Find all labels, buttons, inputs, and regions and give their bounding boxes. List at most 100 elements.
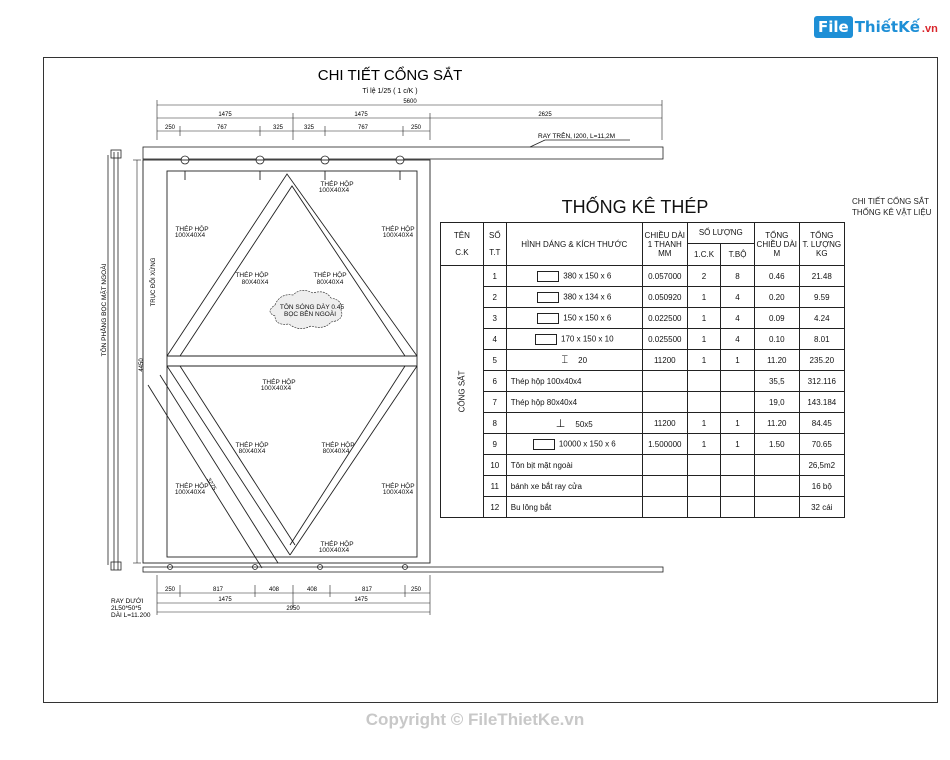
bdim-6: 250 xyxy=(411,587,422,593)
cell-ck xyxy=(686,496,722,518)
cell-tt: 6 xyxy=(482,370,507,392)
top-rail xyxy=(142,139,664,160)
logo-text: ThiếtKế xyxy=(854,18,920,36)
cell-len: 11200 xyxy=(641,349,688,371)
cell-tb-text: 4 xyxy=(735,334,740,344)
cell-tb: 4 xyxy=(720,286,755,308)
cell-tt-text: 6 xyxy=(492,376,497,386)
cell-kg-text: 21.48 xyxy=(811,271,832,281)
copyright-text: Copyright © FileThietKe.vn xyxy=(365,710,585,729)
cell-tt-text: 1 xyxy=(492,271,497,281)
cell-shape: Thép hộp 80x40x4 xyxy=(505,391,643,413)
bdim-4: 408 xyxy=(307,587,318,593)
cell-shape-text: 380 x 134 x 6 xyxy=(563,292,612,302)
cell-ck: 1 xyxy=(686,349,722,371)
rail-bottom-3: DÀI L=11.200 xyxy=(111,610,151,619)
cell-ck-text: 1 xyxy=(701,439,707,449)
lbl-left-1: THÉP HỘP xyxy=(175,224,208,233)
cell-tt-text: 4 xyxy=(492,334,497,344)
cell-kg-text: 235.20 xyxy=(809,355,835,365)
cell-shape-text: 10000 x 150 x 6 xyxy=(558,439,616,449)
lbl-right-2: 100X40X4 xyxy=(383,232,414,239)
cell-shape: Bu lông bắt xyxy=(505,496,643,518)
dim-sub-3: 325 xyxy=(273,125,284,131)
cell-total xyxy=(753,496,800,518)
lbl-low-l-2: 80X40X4 xyxy=(239,448,266,455)
cell-len-text: 0.057000 xyxy=(648,271,682,281)
cell-shape-text: Bu lông bắt xyxy=(510,502,552,512)
cell-total: 11.20 xyxy=(753,349,800,371)
cell-kg-text: 4.24 xyxy=(813,313,830,323)
lbl-bot-right-1: THÉP HỘP xyxy=(381,481,414,490)
dim-sub-1: 250 xyxy=(165,125,176,131)
cell-len: 0.057000 xyxy=(641,265,688,287)
cell-tb-text: 8 xyxy=(735,271,740,281)
cell-tt-text: 12 xyxy=(490,502,500,512)
cell-ck xyxy=(686,391,722,413)
top-dimensions xyxy=(156,100,663,140)
cell-len: 11200 xyxy=(641,412,688,434)
cell-total: 0.10 xyxy=(753,328,800,350)
plate-shape-icon xyxy=(537,291,560,303)
dim-sub-5: 767 xyxy=(358,125,369,131)
lbl-low-r-2: 80X40X4 xyxy=(323,448,350,455)
cell-len xyxy=(641,454,688,476)
cell-ck: 1 xyxy=(686,307,722,329)
bottom-dimensions xyxy=(156,575,431,615)
cell-tt-text: 11 xyxy=(490,481,499,491)
cell-tb-text: 1 xyxy=(735,418,740,428)
cell-ck-text: 2 xyxy=(701,271,707,281)
cell-kg: 143.184 xyxy=(798,391,845,413)
dim-overall: 5600 xyxy=(403,99,417,105)
cell-kg-text: 70.65 xyxy=(811,439,832,449)
cell-ck: 1 xyxy=(686,433,722,455)
cell-tt: 11 xyxy=(482,475,507,497)
cell-ck xyxy=(686,454,722,476)
cell-tb xyxy=(720,496,755,518)
cell-total xyxy=(753,454,800,476)
cell-total: 19,0 xyxy=(753,391,800,413)
lbl-top-1: THÉP HỘP xyxy=(320,179,353,188)
cell-shape: Thép hộp 100x40x4 xyxy=(505,370,643,392)
bdim-mid-2: 1475 xyxy=(354,597,368,603)
plate-shape-icon xyxy=(537,312,560,324)
logo-file-badge: File xyxy=(814,16,853,38)
cell-len xyxy=(641,496,688,518)
hdr-tong-luong: TỔNG T. LƯỢNG KG xyxy=(798,222,845,266)
cell-kg-text: 8.01 xyxy=(813,334,830,344)
cell-total-text: 1.50 xyxy=(768,439,785,449)
drawing-frame xyxy=(43,57,938,703)
cell-total: 0.09 xyxy=(753,307,800,329)
group-label: CỔNG SẮT xyxy=(457,370,467,413)
cell-shape-text: bánh xe bắt ray cửa xyxy=(510,481,582,491)
cell-ck-text: 1 xyxy=(701,334,707,344)
cell-kg: 235.20 xyxy=(798,349,845,371)
cell-ck-text: 1 xyxy=(701,292,707,302)
left-cladding-label: TÔN PHẲNG BỌC MẶT NGOÀI xyxy=(99,263,108,356)
i-beam-icon: ⌶ xyxy=(561,353,569,366)
lbl-bottom-2: 100X40X4 xyxy=(319,547,350,554)
cell-len-text: 1.500000 xyxy=(648,439,682,449)
rail-bottom-1: RAY DƯỚI xyxy=(111,596,143,605)
cell-total-text: 11.20 xyxy=(767,418,787,428)
lbl-left-2: 100X40X4 xyxy=(175,232,206,239)
cell-tt: 5 xyxy=(482,349,507,371)
gate-frame xyxy=(142,159,431,569)
lbl-right-1: THÉP HỘP xyxy=(381,224,414,233)
dim-sub-4: 325 xyxy=(304,125,315,131)
hdr-tong: TỔNG CHIỀU DÀI M xyxy=(753,222,800,266)
dim-top-3: 2625 xyxy=(538,112,552,118)
cell-len-text: 11200 xyxy=(653,355,676,365)
plate-shape-icon xyxy=(532,438,555,450)
cell-ck: 1 xyxy=(686,328,722,350)
cell-total-text: 35,5 xyxy=(768,376,785,386)
steel-table-title: THỐNG KÊ THÉP xyxy=(561,197,709,217)
hdr-hinh: HÌNH DÁNG & KÍCH THƯỚC xyxy=(505,222,643,266)
lbl-inner-r-2: 80X40X4 xyxy=(317,279,344,286)
cell-kg: 9.59 xyxy=(798,286,845,308)
